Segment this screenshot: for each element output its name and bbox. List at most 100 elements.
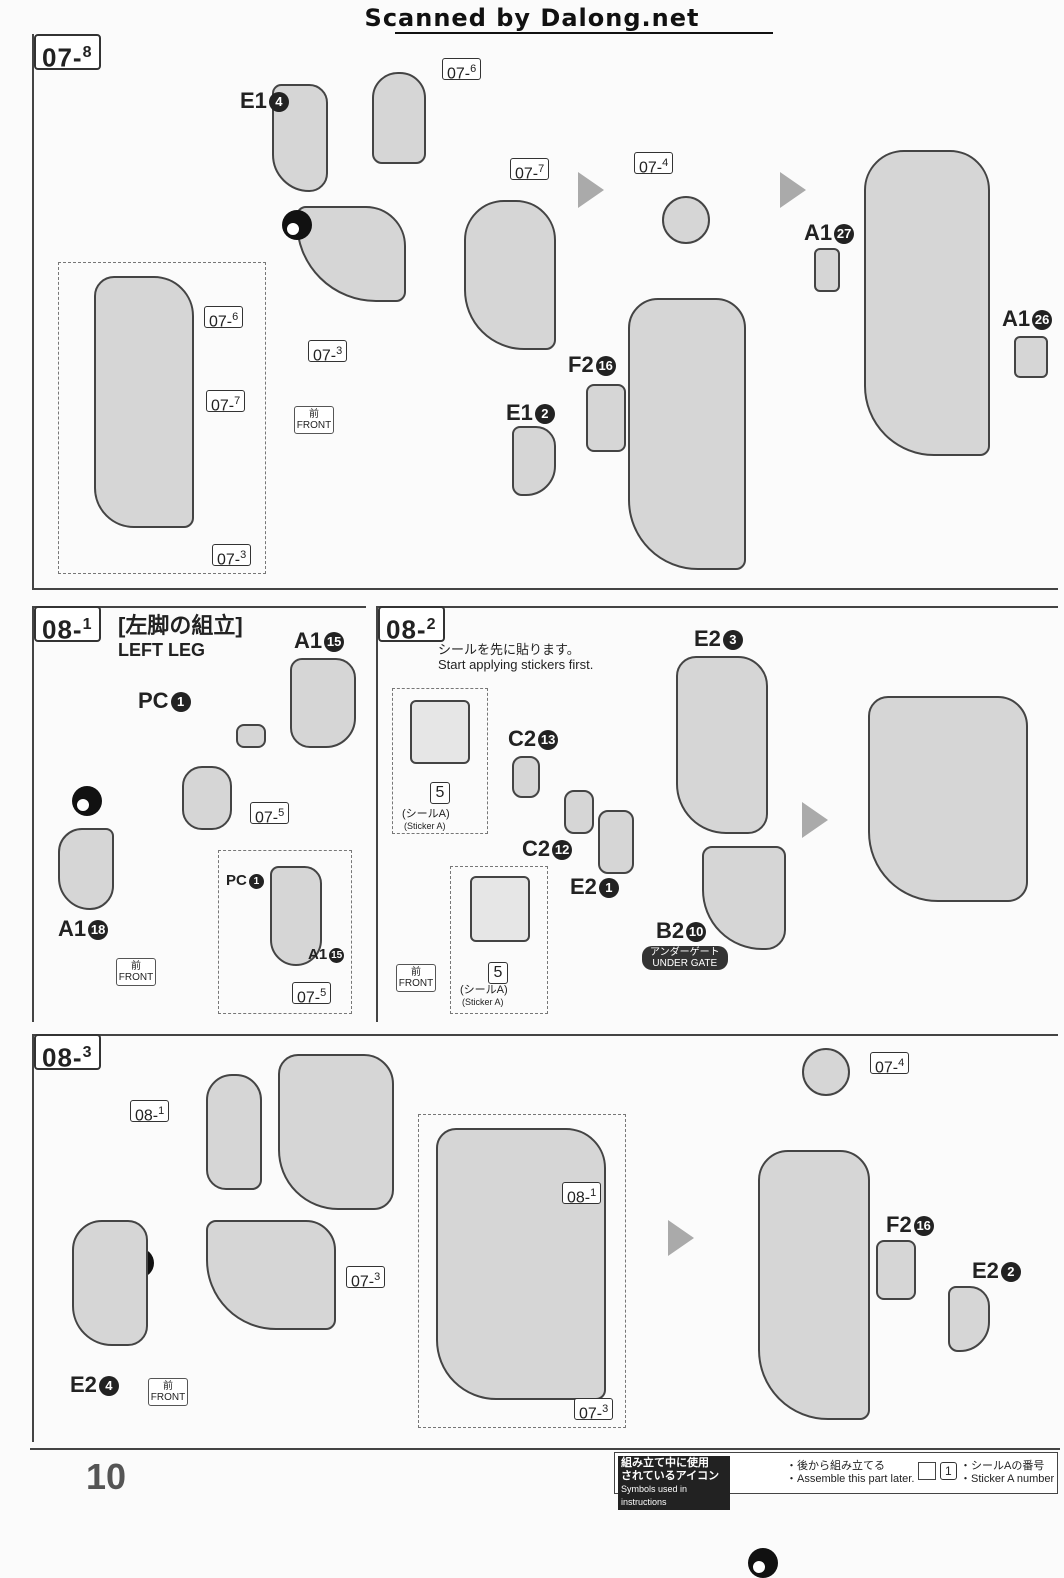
part-num: 27 (834, 224, 855, 245)
ref-sub: 5 (320, 987, 327, 999)
hip-ball-part (662, 196, 710, 244)
ref-08-1: 08-1 (130, 1100, 170, 1124)
ref-sub: 4 (662, 157, 669, 169)
part-code: C2 (522, 836, 551, 861)
ref-sub: 7 (234, 395, 241, 407)
part-code: A1 (294, 628, 323, 653)
e2-4-part (72, 1220, 148, 1346)
legend-title: 組み立て中に使用 されているアイコン Symbols used in instr… (618, 1456, 730, 1510)
ref-07-7: 07-7 (510, 158, 550, 183)
legend-later-jp: ・後から組み立てる (786, 1460, 885, 1472)
ref-07-3: 07-3 (308, 340, 348, 365)
part-num: 15 (324, 632, 345, 653)
legend-sticker-box: 1 (940, 1462, 957, 1480)
f2-part (586, 384, 626, 452)
part-code: A1 (308, 946, 328, 963)
step-title-en: LEFT LEG (118, 640, 205, 660)
sticker-label-jp-1: (シールA) (402, 808, 450, 820)
sticker-box-1 (392, 688, 488, 834)
part-code: E1 (506, 400, 533, 425)
sticker-note-en: Start applying stickers first. (438, 657, 594, 672)
a1-18-part (58, 828, 114, 910)
ref-08-1-inset: 08-1 (562, 1182, 602, 1207)
step-badge-08-3: 08-3 (34, 1034, 101, 1073)
ref-07-7-inset: 07-7 (206, 390, 246, 414)
next-arrow (578, 172, 604, 208)
ref-07-4: 07-4 (870, 1052, 910, 1077)
part-code: E1 (240, 88, 267, 113)
ref-main: 07 (447, 65, 465, 83)
c2-12-part (564, 790, 594, 834)
part-num: 15 (329, 947, 345, 963)
step-badge-08-1: 08-1 (34, 606, 101, 645)
assembled-preview-08-1 (218, 850, 352, 1014)
f2-16-part (876, 1240, 916, 1300)
front-jp: 前 (309, 409, 319, 420)
under-gate-en: UNDER GATE (652, 958, 718, 969)
thigh-part (372, 72, 426, 164)
07-5-part (182, 766, 232, 830)
front-en: FRONT (118, 972, 154, 983)
ref-main: 07 (297, 989, 315, 1007)
under-gate-badge: アンダーゲート UNDER GATE (642, 946, 728, 970)
ref-sub: 3 (336, 345, 343, 357)
e2-2-part (948, 1286, 990, 1352)
part-num: 16 (595, 356, 616, 377)
ref-07-3-inset: 07-3 (212, 544, 252, 569)
ref-07-6-inset: 07-6 (204, 306, 244, 330)
step-badge-08-2: 08-2 (378, 606, 445, 645)
front-en: FRONT (150, 1392, 186, 1403)
ref-07-3: 07-3 (346, 1266, 386, 1290)
legend-title-en: Symbols used in instructions (621, 1484, 688, 1507)
step-main: 07 (42, 42, 73, 73)
ref-sub: 3 (602, 1403, 609, 1415)
panel-08-2 (376, 606, 1058, 1022)
ref-main: 07 (217, 551, 235, 569)
ref-07-5-inset: 07-5 (292, 982, 332, 1007)
step-sub: 1 (82, 616, 93, 633)
ref-sub: 1 (158, 1105, 165, 1117)
e2-3-part (676, 656, 768, 834)
part-num: 18 (88, 920, 109, 941)
sticker-part-2 (470, 876, 530, 942)
assembled-preview-08-3 (418, 1114, 626, 1428)
ref-sub: 7 (538, 163, 545, 175)
shin-frame-part (278, 1054, 394, 1210)
part-num: 26 (1032, 310, 1053, 331)
ref-main: 07 (515, 165, 533, 183)
sticker-label-en-1: (Sticker A) (404, 821, 446, 831)
sticker-label-jp-2: (シールA) (460, 984, 508, 996)
ref-main: 07 (255, 809, 273, 827)
part-code: E2 (570, 874, 597, 899)
ref-sub: 6 (232, 311, 239, 323)
a1-26-part (1014, 336, 1048, 378)
a1-15-part (290, 658, 356, 748)
sticker-number-2: 5 (488, 962, 508, 984)
ref-main: 07 (875, 1059, 893, 1077)
part-num: 16 (913, 1216, 934, 1237)
front-jp: 前 (163, 1381, 173, 1392)
sticker-label-en-2: (Sticker A) (462, 997, 504, 1007)
inset-hip-part (270, 866, 322, 966)
sticker-box-2 (450, 866, 548, 1014)
legend-later-en: ・Assemble this part later. (786, 1473, 915, 1485)
ref-main: 07 (313, 347, 331, 365)
part-num: 13 (538, 730, 559, 751)
part-num: 2 (1000, 1262, 1021, 1283)
ref-07-4: 07-4 (634, 152, 674, 176)
assembled-preview-07-8 (58, 262, 266, 574)
ref-main: 08 (567, 1189, 585, 1207)
